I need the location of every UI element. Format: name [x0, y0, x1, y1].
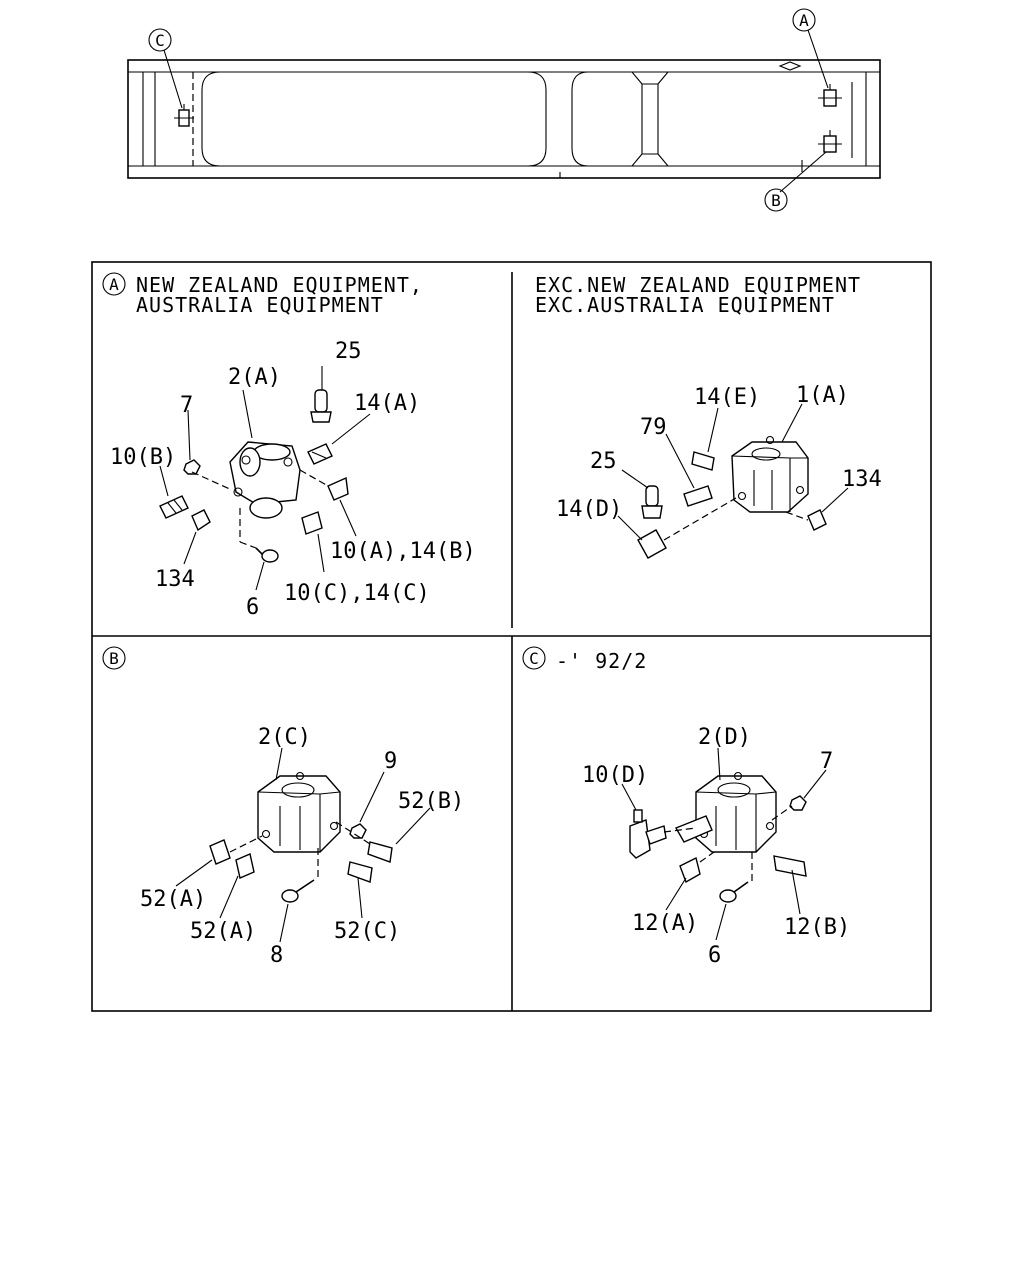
label-14e: 14(E)	[694, 385, 760, 410]
fitting-79	[683, 485, 713, 507]
panel-a-circle-text: A	[109, 275, 119, 294]
fitting-14d	[637, 529, 667, 559]
fitting-10b	[159, 495, 189, 519]
label-14d: 14(D)	[556, 497, 622, 522]
label-52a-2: 52(A)	[190, 919, 256, 944]
panel-b-circle-text: B	[109, 649, 119, 668]
label-25-right: 25	[590, 449, 617, 474]
elbow-10a-14b	[327, 476, 349, 501]
panel-a-right: EXC.NEW ZEALAND EQUIPMENT EXC.AUSTRALIA …	[535, 273, 882, 559]
fitting-25-right	[641, 485, 663, 519]
panel-a-header-line2: AUSTRALIA EQUIPMENT	[136, 293, 384, 317]
label-25: 25	[335, 339, 362, 364]
panel-a-right-header-line2: EXC.AUSTRALIA EQUIPMENT	[535, 293, 835, 317]
panel-c: C -' 92/2	[522, 646, 850, 968]
label-1a: 1(A)	[796, 383, 849, 408]
nut-7-c	[789, 795, 807, 811]
valve-body-2c	[257, 771, 341, 853]
panel-c-header: -' 92/2	[556, 649, 647, 673]
valve-a-marker	[818, 84, 842, 107]
fitting-14e	[691, 451, 715, 471]
label-10c-14c: 10(C),14(C)	[284, 581, 430, 606]
label-7-c: 7	[820, 749, 833, 774]
label-6: 6	[246, 595, 259, 620]
callout-a-text: A	[799, 11, 809, 30]
valve-b-marker	[818, 130, 842, 153]
nut-7	[183, 459, 201, 475]
label-12b: 12(B)	[784, 915, 850, 940]
bolt-6	[255, 547, 279, 563]
valve-body-2d	[674, 771, 777, 853]
callout-circle-c-overview: C	[148, 28, 172, 52]
callout-circle-b-overview: B	[764, 188, 788, 212]
label-134-right: 134	[842, 467, 882, 492]
label-10b: 10(B)	[110, 445, 176, 470]
panel-c-circle-text: C	[529, 649, 539, 668]
label-2d: 2(D)	[698, 725, 751, 750]
label-7: 7	[180, 393, 193, 418]
label-8: 8	[270, 943, 283, 968]
chassis-frame	[127, 29, 881, 193]
bolt-8	[281, 879, 315, 903]
valve-body-1a	[731, 435, 809, 513]
fitting-12b	[773, 855, 807, 877]
label-10a-14b: 10(A),14(B)	[330, 539, 476, 564]
label-9: 9	[384, 749, 397, 774]
callout-b-text: B	[771, 191, 781, 210]
label-12a: 12(A)	[632, 911, 698, 936]
panel-a-right-header-line1: EXC.NEW ZEALAND EQUIPMENT	[535, 273, 861, 297]
label-2c: 2(C)	[258, 725, 311, 750]
detail-grid	[91, 261, 932, 1012]
panel-b: B 2(C) 9	[102, 646, 464, 968]
nut-9	[349, 823, 367, 839]
fitting-52a-1	[209, 839, 231, 865]
fitting-52c	[347, 861, 373, 883]
label-6-c: 6	[708, 943, 721, 968]
label-52b: 52(B)	[398, 789, 464, 814]
bolt-6-c	[719, 881, 749, 903]
callout-c-text: C	[155, 31, 165, 50]
fitting-52a-2	[235, 853, 255, 879]
cap-134	[191, 509, 211, 532]
relay-valve-2a	[229, 441, 301, 519]
valve-c-marker	[174, 104, 194, 127]
fitting-52b	[367, 841, 393, 863]
label-134: 134	[155, 567, 195, 592]
label-52a-1: 52(A)	[140, 887, 206, 912]
elbow-12a	[679, 856, 701, 884]
label-14a: 14(A)	[354, 391, 420, 416]
panel-a-left: A NEW ZEALAND EQUIPMENT, AUSTRALIA EQUIP…	[102, 272, 476, 620]
fitting-25	[310, 389, 332, 423]
label-10d: 10(D)	[582, 763, 648, 788]
label-52c: 52(C)	[334, 919, 400, 944]
label-2a: 2(A)	[228, 365, 281, 390]
fitting-14a	[307, 443, 333, 465]
label-79: 79	[640, 415, 667, 440]
cap-134-right	[807, 509, 827, 531]
elbow-10d	[629, 809, 667, 859]
callout-circle-a-overview: A	[792, 8, 816, 32]
panel-a-header-line1: NEW ZEALAND EQUIPMENT,	[136, 273, 423, 297]
elbow-10c-14c	[301, 511, 323, 535]
